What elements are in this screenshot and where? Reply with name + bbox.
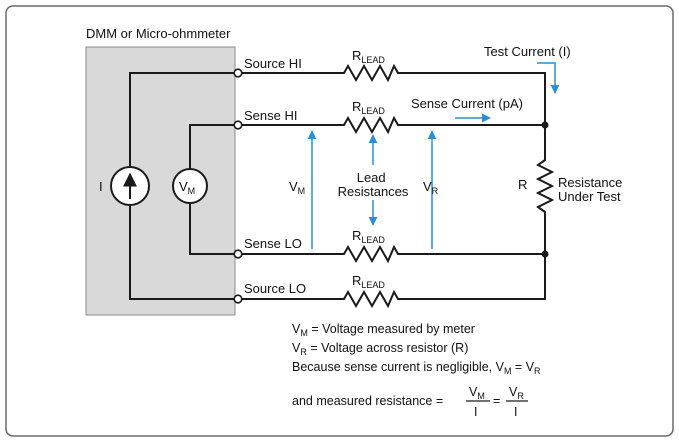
test-current-arrow-icon (537, 62, 560, 94)
legend-negligible: Because sense current is negligible, VM … (292, 360, 541, 376)
resistor-under-test (535, 159, 555, 213)
legend-measured-resistance: and measured resistance = (292, 394, 443, 408)
lead-resistor-4 (343, 289, 399, 309)
frac-vm-den: I (474, 405, 477, 419)
junction-top (541, 121, 549, 129)
lead-resistances-label: Lead Resistances (338, 170, 409, 199)
lead-resistor-1 (343, 63, 399, 83)
vm-label: VM (289, 179, 305, 196)
vr-label: VR (423, 179, 439, 196)
resistor-label: R (518, 177, 527, 192)
wire-sense-hi (189, 124, 236, 169)
wire-source-hi (129, 72, 236, 169)
voltmeter-circle (172, 168, 208, 204)
terminal-sense-hi (233, 120, 243, 130)
blue-arrows (307, 62, 560, 249)
label-source-hi: Source HI (244, 56, 302, 71)
junctions (541, 121, 549, 258)
meter-box (85, 46, 236, 316)
legend: VM = Voltage measured by meter VR = Volt… (292, 322, 541, 419)
label-sense-hi: Sense HI (244, 108, 297, 123)
meter-title: DMM or Micro-ohmmeter (86, 26, 231, 41)
junction-bottom (541, 250, 549, 258)
terminal-source-hi (233, 68, 243, 78)
voltmeter-label: VM (179, 179, 195, 196)
frac-vm-num: VM (469, 385, 485, 401)
label-sense-lo: Sense LO (244, 236, 302, 251)
test-current-label: Test Current (I) (484, 44, 571, 59)
terminals (233, 68, 243, 304)
rlead-label-2: RLEAD (352, 99, 385, 116)
current-source (110, 166, 150, 206)
lead-resistor-3 (343, 244, 399, 264)
wire-source-lo (129, 204, 236, 300)
sense-current-label: Sense Current (pA) (411, 96, 523, 111)
frac-vr-num: VR (509, 385, 524, 401)
terminal-source-lo (233, 294, 243, 304)
frac-equals: = (493, 394, 500, 408)
lead-resistors (343, 63, 399, 309)
rlead-label-4: RLEAD (352, 273, 385, 290)
resistance-under-test-label: Resistance Under Test (558, 175, 626, 204)
frac-vr-den: I (514, 405, 517, 419)
rlead-label-1: RLEAD (352, 48, 385, 65)
terminal-sense-lo (233, 249, 243, 259)
rlead-label-3: RLEAD (352, 228, 385, 245)
outer-frame (5, 5, 674, 437)
legend-vm-def: VM = Voltage measured by meter (292, 322, 475, 338)
lead-resistor-2 (343, 115, 399, 135)
voltmeter: VM (172, 168, 208, 204)
label-source-lo: Source LO (244, 281, 306, 296)
legend-vr-def: VR = Voltage across resistor (R) (292, 341, 468, 357)
wire-sense-lo (189, 203, 236, 255)
current-source-label: I (99, 179, 103, 194)
